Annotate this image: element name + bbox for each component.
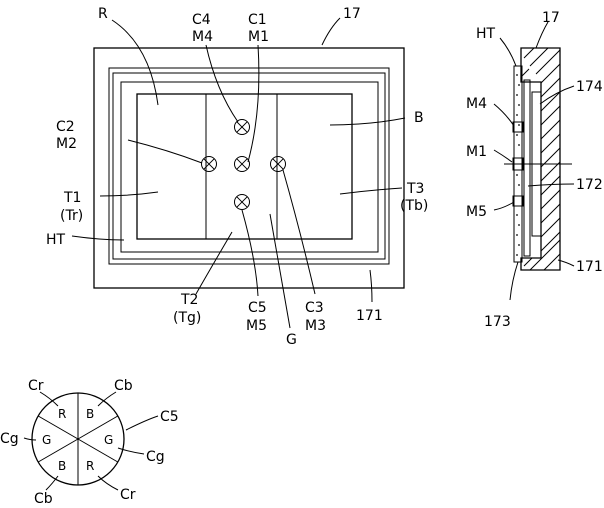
leader-T1 — [99, 191, 159, 197]
housing-hatching — [520, 47, 561, 271]
label-T2: T2 — [180, 292, 198, 308]
leader-wheel-Cb-top — [97, 391, 117, 407]
leader-17 — [321, 17, 341, 46]
leader-171 — [369, 269, 373, 303]
leader-C3 — [282, 169, 316, 295]
label-side-174: 174 — [576, 79, 603, 95]
label-C5: C5 — [248, 300, 267, 316]
label-wheel-C5: C5 — [160, 409, 179, 425]
frame-inner-1 — [112, 72, 386, 260]
label-M1: M1 — [248, 29, 269, 45]
leader-side-172 — [527, 183, 575, 187]
sensor-M3-icon — [270, 156, 286, 172]
label-G: G — [286, 332, 297, 348]
front-view: 17 R C4 M4 C1 M1 C2 M2 B T1 (Tr) T3 (Tb)… — [46, 6, 428, 348]
sensor-M2-icon — [201, 156, 217, 172]
leader-C4 — [205, 44, 239, 123]
leader-side-HT — [499, 37, 517, 67]
heat-plate-dots — [516, 74, 520, 256]
leader-T2 — [195, 231, 233, 295]
label-M5: M5 — [246, 318, 267, 334]
heat-plate-HT — [120, 81, 379, 253]
leader-wheel-Cb-bottom — [45, 475, 59, 491]
leader-C1 — [247, 44, 260, 163]
leader-C5 — [241, 209, 259, 297]
label-171: 171 — [356, 308, 383, 324]
side-view: HT 17 174 M4 M1 172 M5 171 173 — [466, 10, 603, 330]
label-T1: T1 — [63, 190, 81, 206]
label-C1: C1 — [248, 12, 267, 28]
segment-G-left: G — [42, 433, 51, 447]
label-HT: HT — [46, 232, 66, 248]
leader-HT — [71, 235, 125, 241]
label-T3: T3 — [406, 181, 424, 197]
label-side-M5: M5 — [466, 204, 487, 220]
label-R: R — [98, 6, 108, 22]
leader-B — [329, 117, 406, 126]
label-Tr: (Tr) — [60, 208, 83, 224]
leader-side-M4 — [493, 103, 515, 127]
label-side-17: 17 — [542, 10, 560, 26]
outer-frame-171 — [93, 47, 405, 289]
label-wheel-Cr-top: Cr — [28, 378, 44, 394]
sensor-M5-side — [512, 195, 524, 207]
leader-C2 — [127, 139, 203, 164]
label-wheel-Cb-bottom: Cb — [34, 491, 53, 507]
label-M2: M2 — [56, 136, 77, 152]
leader-wheel-Cg-left — [23, 437, 37, 441]
panel-area — [136, 93, 353, 240]
label-M3: M3 — [305, 318, 326, 334]
label-Tb: (Tb) — [400, 198, 428, 214]
label-Tg: (Tg) — [173, 310, 201, 326]
leader-R — [111, 19, 159, 106]
leader-wheel-Cr-top — [39, 391, 59, 407]
segment-B-bottom: B — [58, 459, 66, 473]
label-side-173: 173 — [484, 314, 511, 330]
wheel-divider-diag2 — [37, 415, 119, 463]
label-wheel-Cg-left: Cg — [0, 431, 19, 447]
housing-171 — [520, 47, 561, 271]
leader-side-171 — [557, 259, 575, 267]
leader-side-M5 — [493, 201, 515, 211]
label-wheel-Cr-bottom: Cr — [120, 487, 136, 503]
leader-wheel-Cr-bottom — [97, 475, 119, 491]
label-C4: C4 — [192, 12, 211, 28]
plate-172 — [523, 79, 531, 257]
label-C2: C2 — [56, 119, 75, 135]
sensor-M5-icon — [234, 194, 250, 210]
label-fig-17: 17 — [343, 6, 361, 22]
leader-side-M1 — [493, 149, 513, 163]
label-C3: C3 — [305, 300, 324, 316]
leader-side-17 — [535, 21, 549, 49]
segment-R-top: R — [58, 407, 66, 421]
leader-side-173 — [509, 261, 519, 301]
sensor-M1-icon — [234, 156, 250, 172]
sensor-M4-icon — [234, 119, 250, 135]
color-wheel: R B G R B G Cr Cb C5 Cg Cg Cb Cr — [0, 378, 179, 507]
sensor-M4-side — [512, 121, 524, 133]
label-side-M1: M1 — [466, 144, 487, 160]
label-wheel-Cb-top: Cb — [114, 378, 133, 394]
leader-wheel-Cg-right — [117, 447, 145, 455]
leader-G — [269, 213, 291, 329]
leader-wheel-C5 — [125, 415, 159, 431]
label-wheel-Cg-right: Cg — [146, 449, 165, 465]
frame-17 — [108, 67, 390, 265]
segment-G-right: G — [104, 433, 113, 447]
segment-B-top: B — [86, 407, 94, 421]
leader-T3 — [339, 187, 403, 195]
label-M4: M4 — [192, 29, 213, 45]
label-side-M4: M4 — [466, 96, 487, 112]
label-B: B — [414, 110, 424, 126]
leader-side-174 — [539, 85, 575, 105]
label-side-172: 172 — [576, 177, 603, 193]
label-side-HT: HT — [476, 26, 496, 42]
segment-R-bottom: R — [86, 459, 94, 473]
label-side-171: 171 — [576, 259, 603, 275]
sensor-M1-side — [512, 157, 524, 171]
